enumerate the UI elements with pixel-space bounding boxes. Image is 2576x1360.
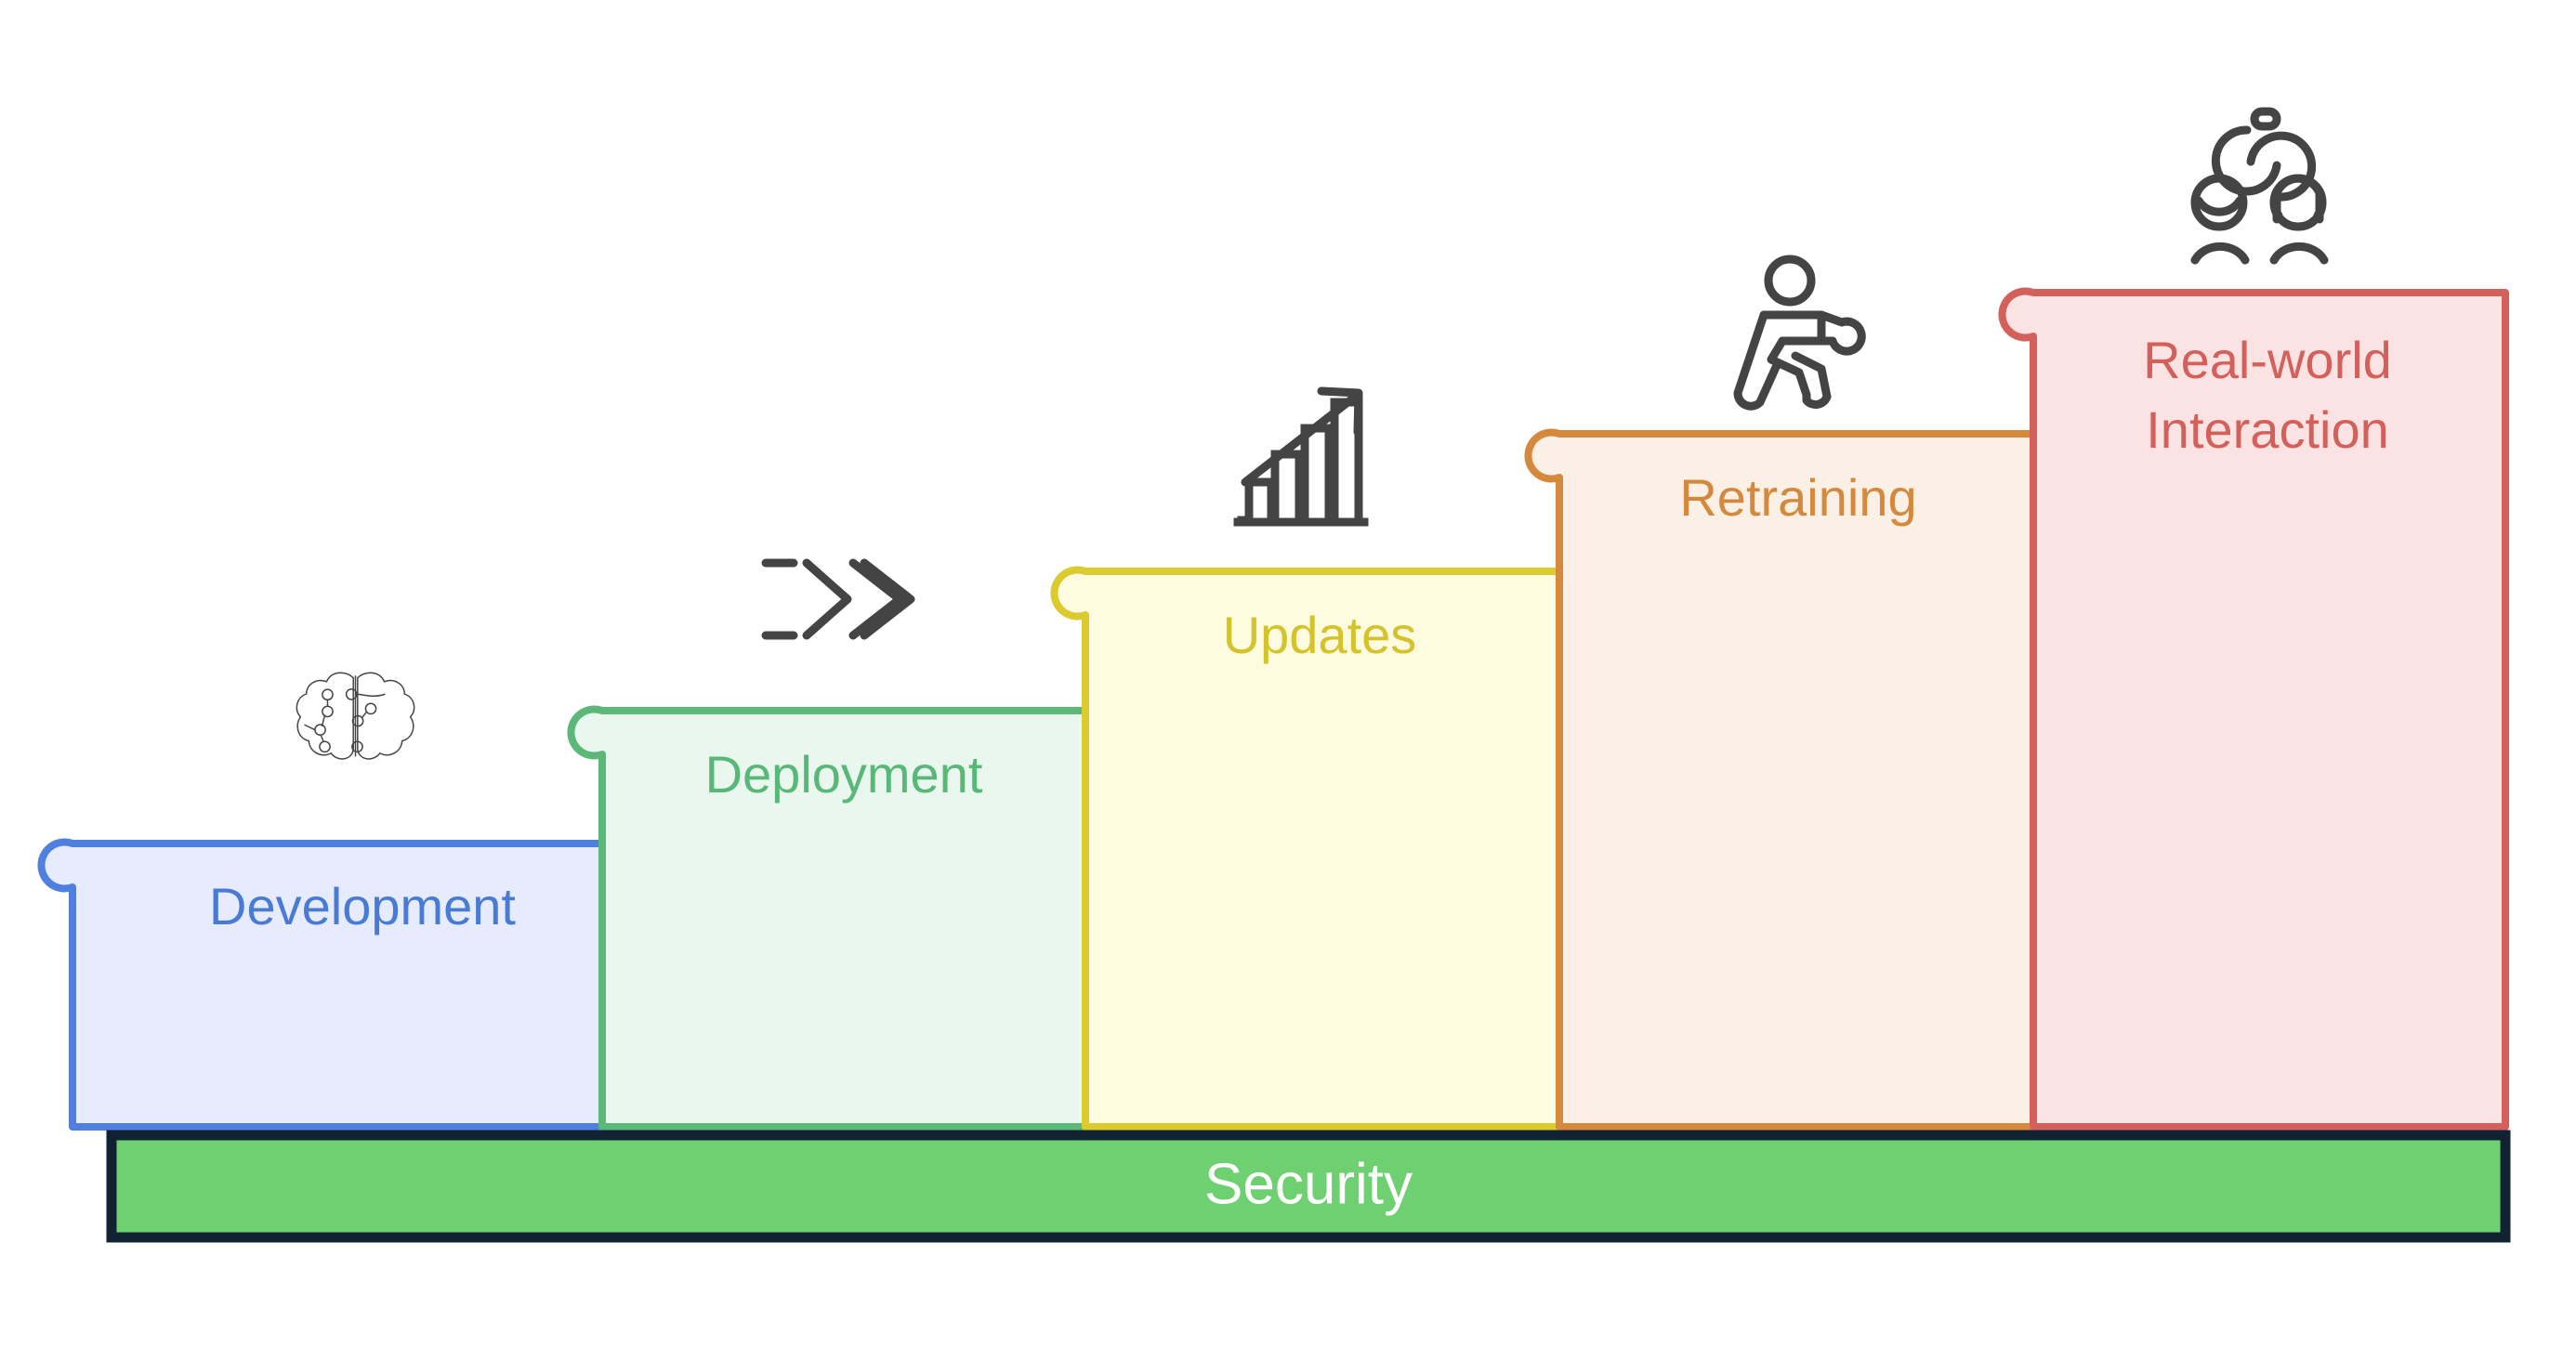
brain-circuit-icon [296, 672, 415, 760]
step-deployment[interactable]: Deployment [567, 705, 1089, 1131]
security-foundation-label: Security [1204, 1152, 1413, 1216]
step-updates-label: Updates [1223, 606, 1417, 664]
security-foundation-bar [106, 1130, 2511, 1243]
growth-bar-chart-icon [1233, 386, 1369, 527]
people-interaction-icon [2190, 107, 2329, 265]
step-development-label: Development [209, 877, 516, 935]
step-retraining[interactable]: Retraining [1524, 428, 2046, 1131]
step-development[interactable]: Development [37, 838, 606, 1131]
fast-forward-chevrons-icon [761, 558, 915, 640]
person-training-icon [1733, 255, 1866, 411]
step-updates-shape [1050, 566, 1572, 1131]
step-deployment-label: Deployment [705, 745, 983, 804]
step-development-shape [37, 838, 606, 1131]
step-real-world-interaction-label-line1: Real-world [2143, 331, 2392, 389]
security-foundation[interactable]: Security [106, 1130, 2511, 1243]
step-real-world-interaction-label-line2: Interaction [2146, 400, 2389, 459]
step-retraining-shape [1524, 428, 2046, 1131]
step-real-world-interaction-shape [1998, 287, 2509, 1131]
step-updates[interactable]: Updates [1050, 566, 1572, 1131]
step-real-world-interaction[interactable]: Real-world Interaction [1998, 287, 2509, 1131]
step-deployment-shape [567, 705, 1089, 1131]
step-retraining-label: Retraining [1679, 468, 1916, 527]
